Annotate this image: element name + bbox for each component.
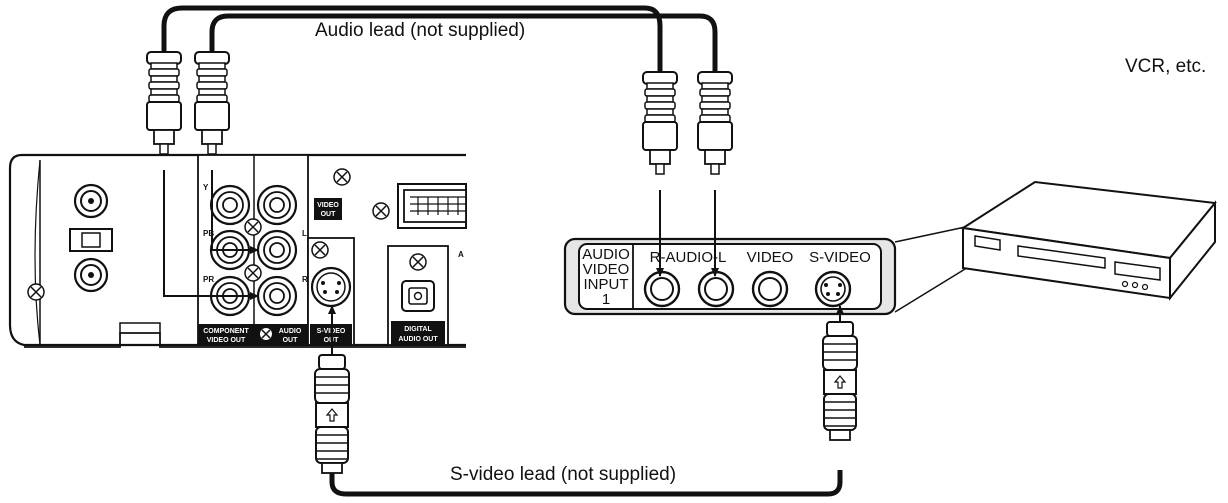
jack-pb-label: PB [203,229,214,238]
scart-connector [397,183,467,229]
rca-plug-icon [642,71,678,175]
vcr-video-jack [751,270,789,308]
screw-icon [333,168,351,186]
jack-video-out [256,184,298,226]
screw-icon [244,218,262,236]
jack-audio-r [256,275,298,317]
callout-lines [894,225,971,313]
vcr-svideo-jack [814,270,852,308]
svideo-plug-icon [314,354,350,474]
svideo-plug-icon [822,321,858,441]
svideo-lead [329,470,843,497]
component-out-label-1: COMPONENT [203,328,249,335]
arrow-icon [163,170,844,355]
svideo-label: S-VIDEO [809,249,871,266]
vcr-input-panel: AUDIO VIDEO INPUT 1 R-AUDIO-L VIDEO S-VI… [563,237,897,316]
vcr-audio-l-jack [697,270,735,308]
screw-icon [311,241,329,259]
input-label-3: INPUT [584,276,629,293]
video-label: VIDEO [747,249,794,266]
audio-out-label-1: AUDIO [279,328,302,335]
jack-r-label: R [302,275,308,284]
audio-lead-label: Audio lead (not supplied) [315,20,525,41]
vcr-audio-r-jack [643,270,681,308]
svideo-out-jack [310,266,352,308]
antenna-jack-top [73,183,109,219]
audio-out-screw-icon [260,328,272,340]
rca-plug-icon [146,51,182,155]
video-out-label-1: VIDEO [317,202,339,209]
jack-y-label: Y [203,183,209,192]
component-out-label-2: VIDEO OUT [207,337,246,344]
screw-icon [372,202,390,220]
svideo-lead-label: S-video lead (not supplied) [450,464,676,485]
jack-y [209,184,251,226]
input-label-4: 1 [602,291,610,308]
jack-audio-l [256,229,298,271]
partial-label: A [458,250,464,259]
digital-audio-label-1: DIGITAL [404,326,432,333]
screw-icon [244,264,262,282]
input-label-1: AUDIO [582,246,630,263]
audio-lead [161,5,718,78]
component-out-plate [198,324,254,345]
screw-icon [409,253,427,271]
input-label-2: VIDEO [583,261,630,278]
vcr-device [960,180,1217,301]
r-audio-l-label: R-AUDIO-L [650,249,727,266]
video-out-label-2: OUT [321,211,337,218]
video-out-badge [314,198,342,220]
switch-slot [69,228,113,252]
optical-jack [401,280,435,312]
vcr-label: VCR, etc. [1125,56,1206,77]
screw-icon [27,283,45,301]
jack-pr-label: PR [203,275,214,284]
antenna-jack-bottom [73,257,109,293]
digital-audio-label-2: AUDIO OUT [398,336,438,343]
jack-l-label: L [302,229,307,238]
audio-out-label-2: OUT [283,337,299,344]
rca-plug-icon [697,71,733,175]
rca-plug-icon [194,51,230,155]
